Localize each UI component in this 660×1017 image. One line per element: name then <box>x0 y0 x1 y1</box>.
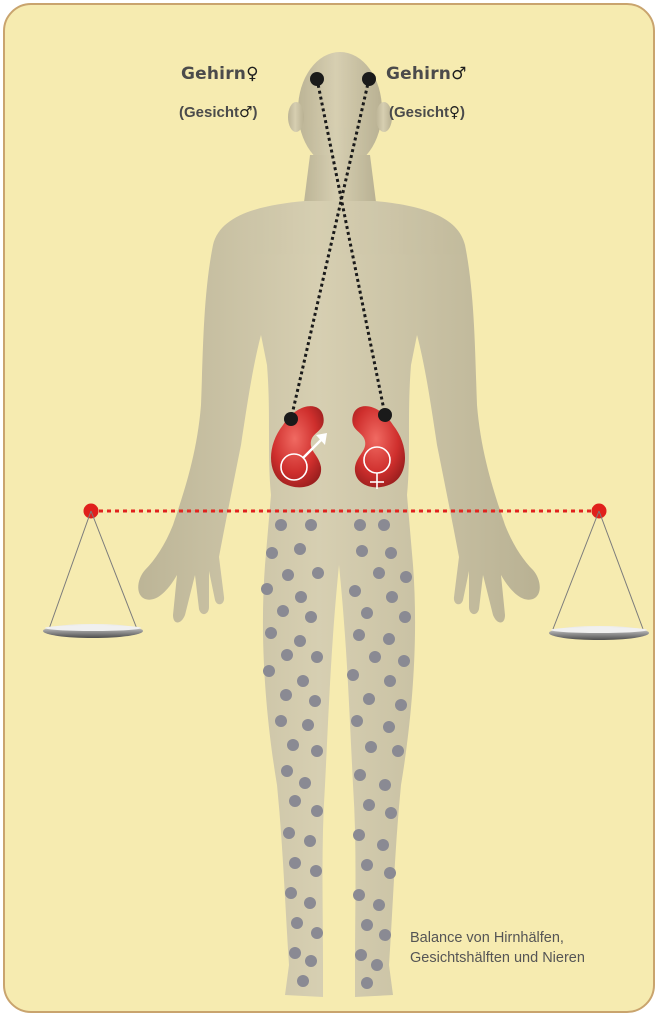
left-face-close: ) <box>252 104 257 121</box>
left-face-label: (Gesicht♂) <box>179 103 257 121</box>
caption: Balance von Hirnhälfen, Gesichtshälften … <box>410 928 585 968</box>
illustration-card: Gehirn♀ Gehirn♂ (Gesicht♂) (Gesicht♀) Ba… <box>3 3 655 1013</box>
right-face-open: (Gesicht <box>389 104 449 121</box>
right-brain-label: Gehirn♂ <box>386 64 467 84</box>
left-brain-label: Gehirn♀ <box>181 64 259 84</box>
male-symbol-icon: ♂ <box>239 103 252 121</box>
male-symbol-icon: ♂ <box>451 64 466 84</box>
female-symbol-icon: ♀ <box>246 64 259 84</box>
right-brain-text: Gehirn <box>386 64 451 84</box>
caption-line-2: Gesichtshälften und Nieren <box>410 948 585 968</box>
female-symbol-icon: ♀ <box>449 103 460 121</box>
right-face-label: (Gesicht♀) <box>389 103 465 121</box>
left-face-open: (Gesicht <box>179 104 239 121</box>
right-scale-pan <box>549 511 649 640</box>
body-diagram <box>5 5 655 1013</box>
right-face-close: ) <box>460 104 465 121</box>
caption-line-1: Balance von Hirnhälfen, <box>410 928 585 948</box>
left-brain-text: Gehirn <box>181 64 246 84</box>
left-scale-pan <box>43 511 143 638</box>
